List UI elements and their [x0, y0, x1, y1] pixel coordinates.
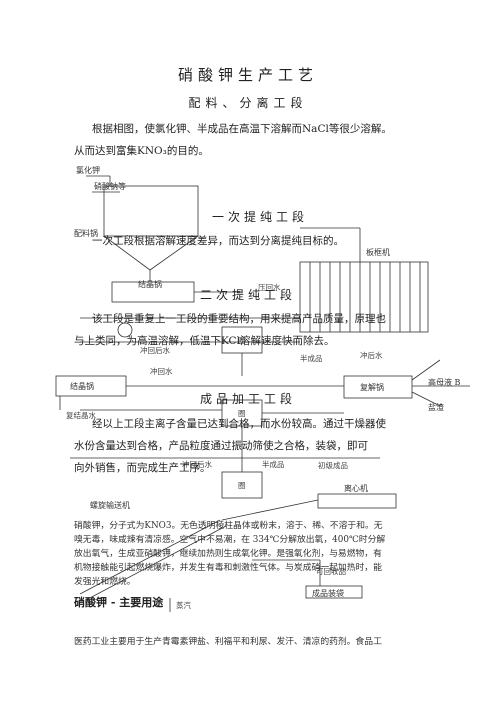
- intro-line-1: 根据相图，使氯化钾、半成品在高温下溶解而NaCl等很少溶解。: [92, 123, 392, 135]
- page-subtitle: 配料、分离工段: [188, 96, 308, 110]
- section-3-text-3: 向外销售，而完成生产工序。: [74, 462, 211, 474]
- label-cool-water: 冲回后水: [140, 346, 170, 355]
- label-steam: 蒸汽: [176, 601, 191, 610]
- label-redissolve-pot: 复解锅: [360, 383, 384, 392]
- label-kcl: 氯化钾: [76, 166, 100, 175]
- label-salt-residue: 盐渣: [428, 403, 444, 412]
- label-high-mother: 高母液 B: [428, 378, 461, 387]
- redissolve-pot-shape: [343, 375, 413, 399]
- label-circle-a: 圈: [238, 336, 246, 345]
- label-circle-b: 圈: [238, 409, 246, 418]
- centrifuge-shape: [317, 493, 397, 509]
- section-2-title: 二次提纯工段: [200, 288, 297, 302]
- intro-line-2: 从而达到富集KNO₃的目的。: [74, 145, 209, 157]
- pump-circle: [117, 322, 133, 338]
- label-finished: 初级成品: [318, 461, 348, 470]
- label-fine-product: 可回收品: [316, 567, 346, 576]
- uses-heading: 硝酸钾 - 主要用途: [74, 596, 164, 609]
- section-2-text-1: 该工段是重复上一工段的重要结构，用来提高产品质量，原理也: [92, 313, 386, 325]
- props-line-1: 硝酸钾，分子式为KNO3。无色透明棱柱晶体或粉末，溶于、稀、不溶于和。无: [74, 521, 383, 531]
- packing-shape: [305, 585, 363, 599]
- uses-line-1: 医药工业主要用于生产青霉素钾盐、利福平和利尿、发汗、清凉的药剂。食品工: [74, 637, 382, 647]
- props-line-3: 放出氧气，生成亚硝酸钾，继续加热则生成氧化钾。是强氧化剂，与易燃物，有: [74, 549, 382, 559]
- section-3-text-1: 经以上工段主离子含量已达到合格，而水份较高。通过干燥器使: [92, 418, 386, 430]
- section-2-text-2: 与上类同，为高温溶解，低温下KCl溶解速度快而除去。: [74, 335, 335, 347]
- label-cryst-pot-1: 结晶锅: [138, 280, 162, 289]
- label-cool-water-c: 冲回后水: [182, 460, 212, 469]
- props-line-4: 机物接触能引起燃烧爆炸，并发生有毒和刺激性气体。与炭成硝一起加热时，能: [74, 563, 382, 573]
- props-line-5: 发强光和燃烧。: [74, 577, 136, 587]
- label-nano3: 硝酸钠等: [94, 182, 126, 191]
- section-1-text: 一次工段根据溶解速度差异，而达到分离提纯目标的。: [92, 235, 344, 247]
- section-3-text-2: 水份含量达到合格，产品粒度通过振动筛使之合格，装袋，即可: [74, 440, 368, 452]
- label-clear-water: 冲后水: [360, 351, 383, 360]
- label-spiral: 螺旋输送机: [90, 501, 130, 510]
- label-packing: 成品装袋: [312, 589, 344, 598]
- label-batch-pot: 配料锅: [74, 229, 98, 238]
- label-semi-product: 半成品: [300, 354, 323, 363]
- label-circle-c: 圈: [238, 481, 246, 490]
- label-plate-frame: 板框机: [366, 248, 390, 257]
- label-cool-water-b: 冲回水: [150, 367, 173, 376]
- page-title: 硝酸钾生产工艺: [177, 66, 318, 84]
- label-cryst-pot-2: 结晶锅: [70, 382, 94, 391]
- plate-frame-shape: [299, 261, 429, 333]
- section-3-title: 成品加工工段: [200, 392, 297, 406]
- label-recycled-water: 复结晶水: [66, 411, 96, 420]
- label-semi-c: 半成品: [262, 460, 285, 469]
- props-line-2: 嗅无毒，味咸辣有清凉感。空气中不易潮，在 334℃分解放出氧，400℃时分解: [74, 535, 386, 545]
- label-pressure-water: 压回水: [258, 283, 281, 292]
- label-centrifuge: 离心机: [344, 484, 368, 493]
- section-1-title: 一次提纯工段: [212, 210, 309, 224]
- batch-pot-shape: [103, 185, 199, 237]
